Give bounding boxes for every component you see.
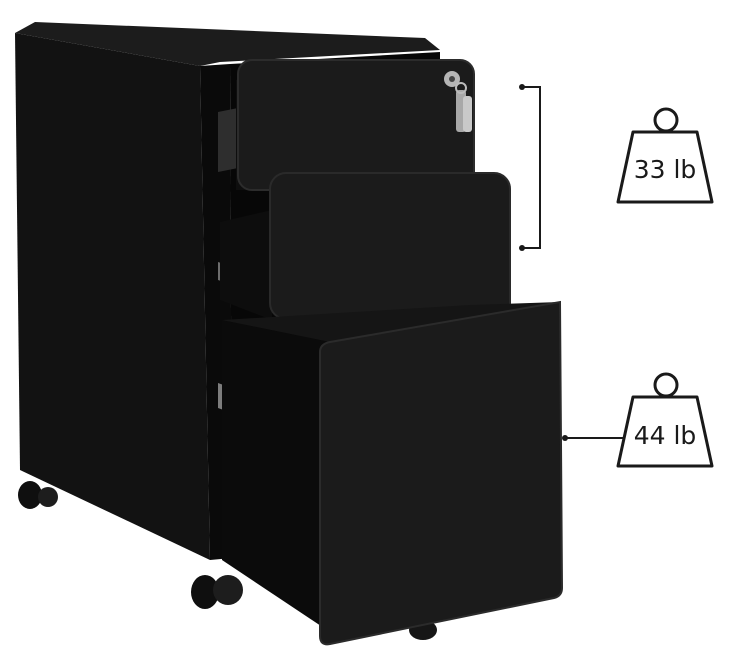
drawer-bottom-side xyxy=(222,320,330,632)
drawer-top-front xyxy=(238,60,474,190)
slide-rail-top xyxy=(218,108,238,172)
weight-icon xyxy=(616,107,714,204)
cabinet-side-panel xyxy=(15,33,210,560)
annotation-upper-drawers: 33 lb xyxy=(519,84,714,251)
cabinet-top xyxy=(15,22,440,66)
caster-front-left xyxy=(191,575,243,609)
drawer-middle-front xyxy=(270,173,510,319)
weight-icon xyxy=(616,372,714,468)
lock-icon[interactable] xyxy=(444,71,472,132)
drawer-middle-side xyxy=(220,210,272,320)
drawer-bottom[interactable] xyxy=(222,300,564,646)
bracket-line xyxy=(519,84,541,251)
annotation-bottom-drawer: 44 lb xyxy=(562,372,714,468)
caster-rear-left xyxy=(18,481,58,509)
drawer-bottom-front-edge xyxy=(319,300,564,646)
drawer-bottom-front xyxy=(320,302,562,645)
pointer-line xyxy=(562,435,624,441)
weight-label-bottom: 44 lb xyxy=(634,421,697,450)
weight-label-upper: 33 lb xyxy=(634,155,697,184)
drawer-bottom-inner-top xyxy=(222,302,560,342)
drawer-top[interactable] xyxy=(236,59,475,191)
